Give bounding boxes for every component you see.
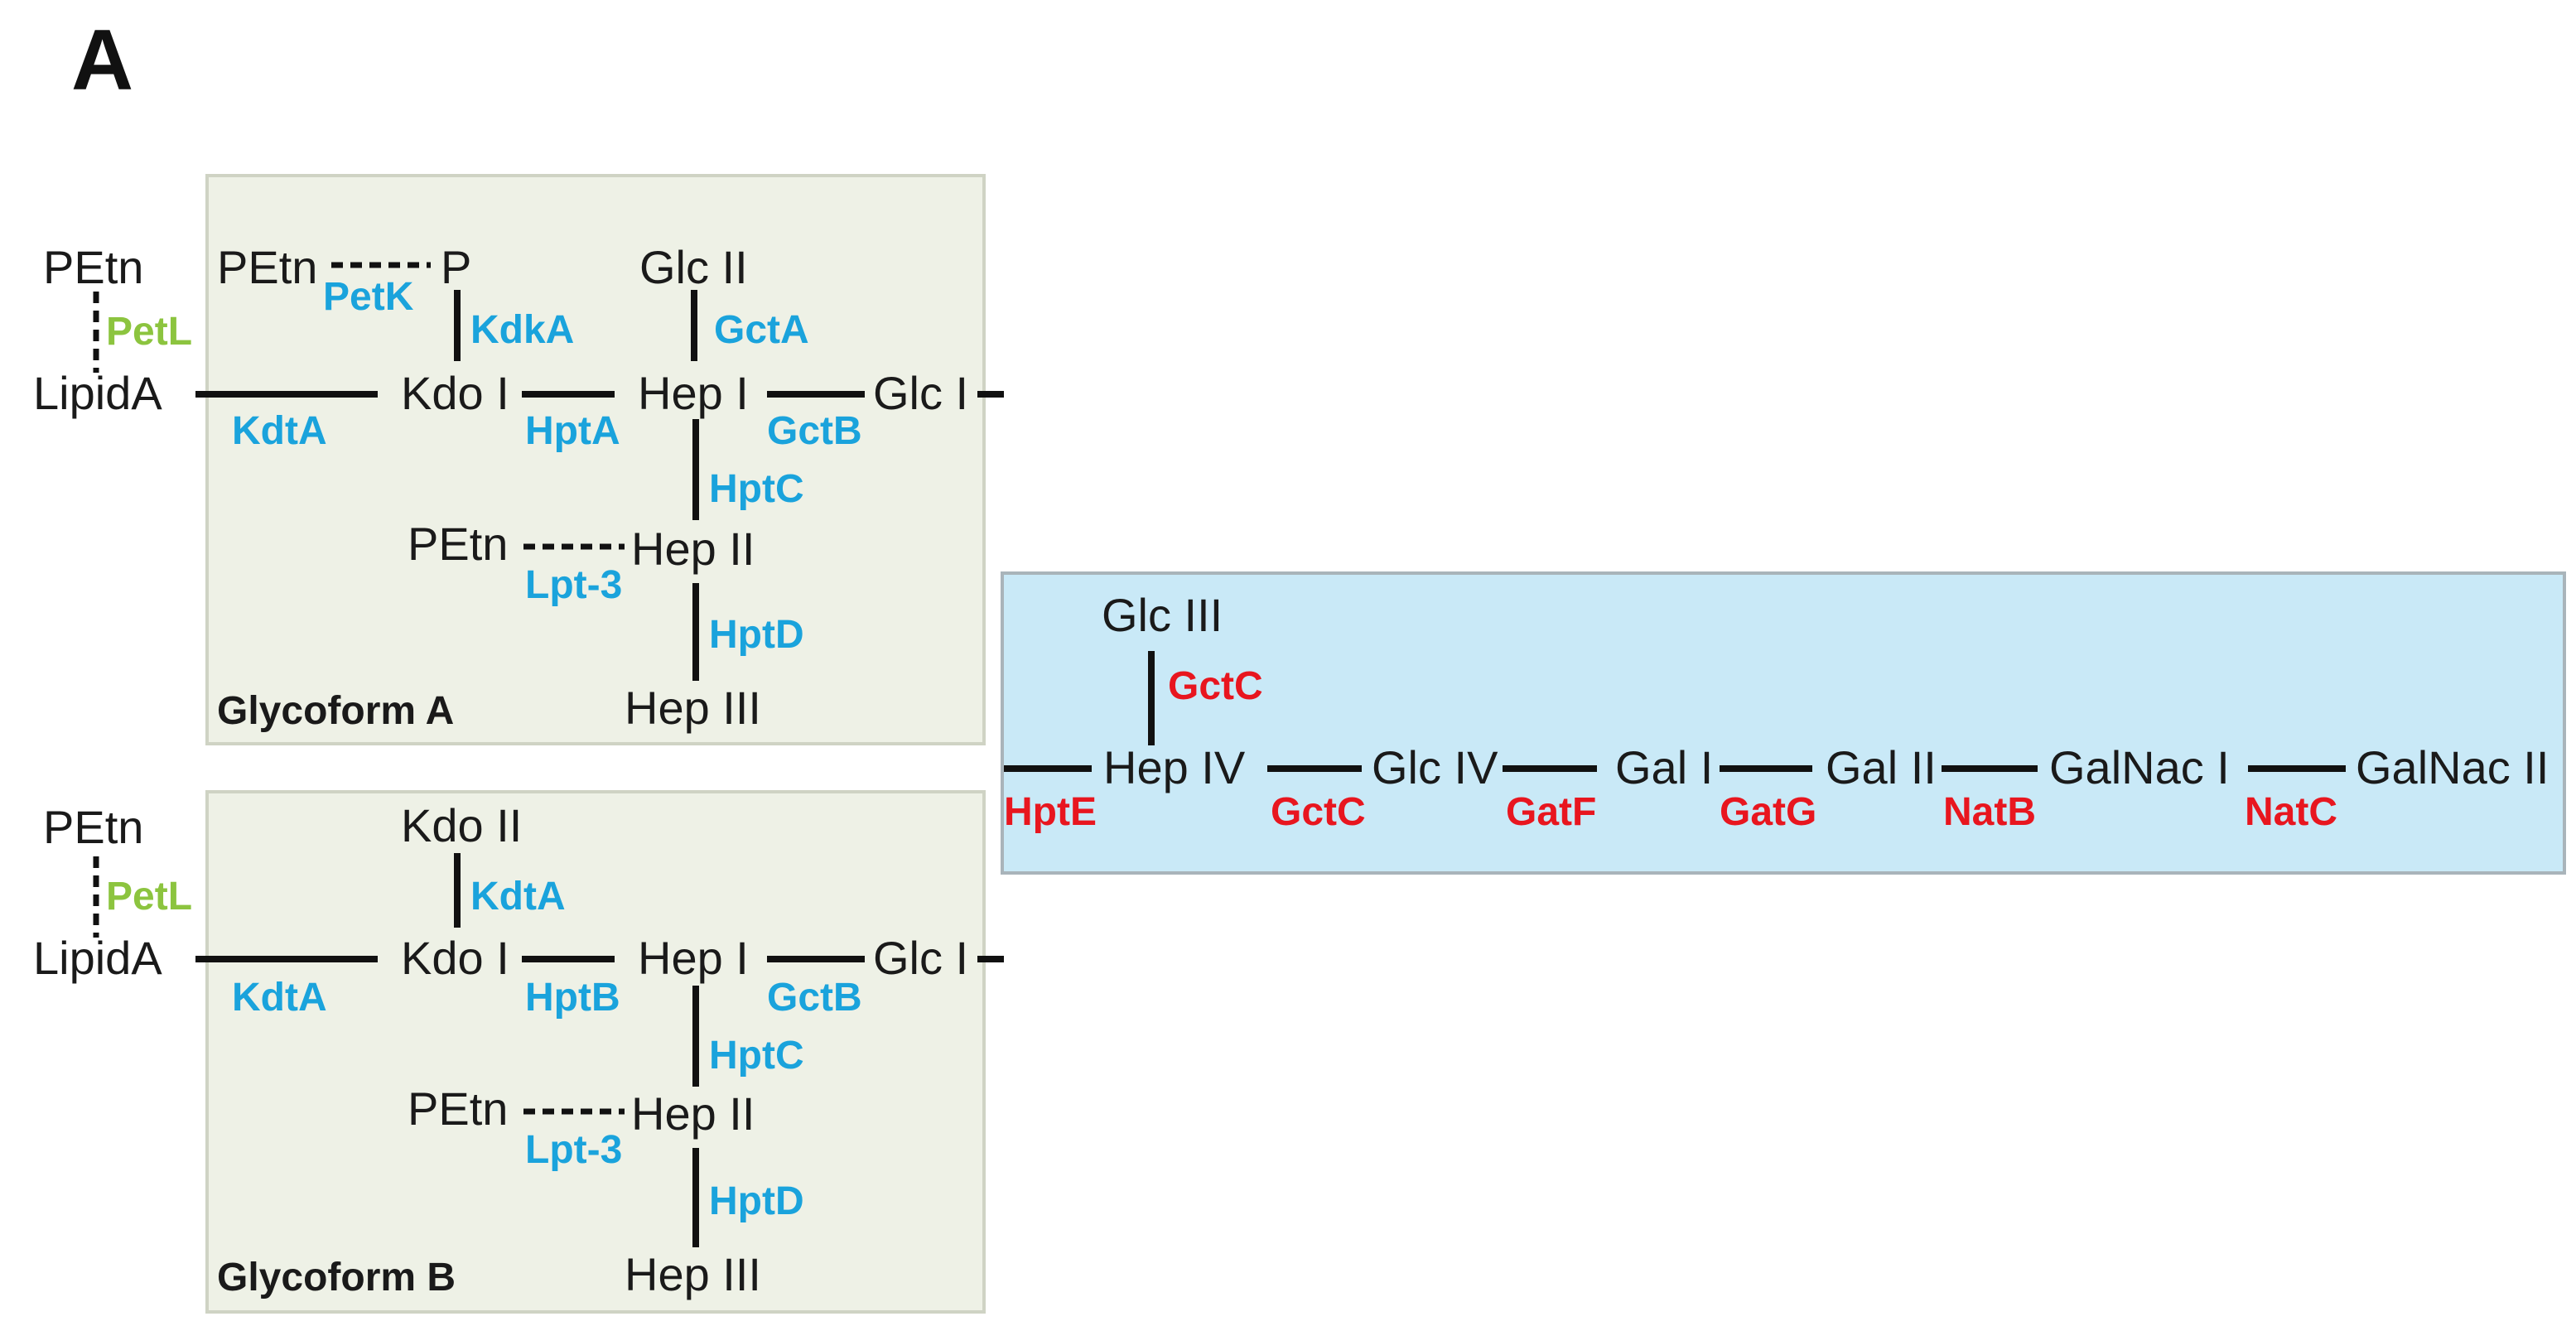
enzyme-gctb: GctB [767, 409, 862, 453]
enzyme-hptd: HptD [709, 613, 804, 657]
sugar-hep-i: Hep I [638, 367, 749, 419]
enzyme-hpta: HptA [525, 409, 620, 453]
enzyme-natc: NatC [2245, 790, 2337, 834]
enzyme-petk: PetK [323, 275, 414, 319]
panel-label: Glycoform B [217, 1256, 456, 1299]
enzyme-petl: PetL [106, 310, 192, 354]
glycoform-a-panel: PEtn LipidA PEtn P Kdo I Glc II Hep I Gl… [33, 174, 1004, 745]
enzyme-natb: NatB [1943, 790, 2036, 834]
sugar-kdo-i: Kdo I [401, 367, 509, 419]
enzyme-gcta: GctA [714, 308, 809, 352]
enzyme-gctc: GctC [1168, 664, 1263, 708]
sugar-petn: PEtn [408, 1082, 508, 1135]
sugar-kdo-i: Kdo I [401, 932, 509, 984]
enzyme-gctc: GctC [1271, 790, 1366, 834]
enzyme-lpt-3: Lpt-3 [525, 563, 622, 607]
enzyme-kdka: KdkA [470, 308, 574, 352]
sugar-petn: PEtn [217, 241, 317, 293]
enzyme-kdta: KdtA [232, 409, 327, 453]
enzyme-hpte: HptE [1004, 790, 1097, 834]
sugar-gal-i: Gal I [1615, 741, 1713, 793]
sugar-glc-ii: Glc II [639, 241, 748, 293]
enzyme-petl: PetL [106, 875, 192, 919]
enzyme-hptd: HptD [709, 1179, 804, 1223]
enzyme-hptb: HptB [525, 976, 620, 1020]
sugar-lipid-a: LipidA [33, 932, 162, 984]
sugar-petn: PEtn [408, 518, 508, 570]
glycoform-b-panel: PEtn LipidA Kdo II Kdo I Hep I Glc I PEt… [33, 790, 1004, 1314]
sugar-glc-i: Glc I [873, 367, 968, 419]
glycoform-a-background [205, 174, 986, 745]
sugar-kdo-ii: Kdo II [401, 799, 522, 851]
sugar-glc-i: Glc I [873, 932, 968, 984]
enzyme-kdta: KdtA [470, 875, 566, 919]
sugar-glc-iv: Glc IV [1372, 741, 1498, 793]
sugar-hep-iii: Hep III [625, 1248, 761, 1300]
extension-background [1001, 571, 2566, 875]
enzyme-gctb: GctB [767, 976, 862, 1020]
enzyme-gatg: GatG [1720, 790, 1816, 834]
sugar-glc-iii: Glc III [1102, 589, 1223, 641]
figure-letter: A [71, 12, 133, 108]
extension-panel: Glc III Hep IV Glc IV Gal I Gal II GalNa… [1001, 571, 2566, 875]
enzyme-gatf: GatF [1506, 790, 1596, 834]
sugar-lipid-a: LipidA [33, 367, 162, 419]
sugar-petn: PEtn [43, 241, 143, 293]
sugar-hep-ii: Hep II [631, 1087, 755, 1140]
sugar-galnac-i: GalNac I [2049, 741, 2230, 793]
sugar-galnac-ii: GalNac II [2356, 741, 2549, 793]
enzyme-lpt-3: Lpt-3 [525, 1128, 622, 1172]
sugar-hep-i: Hep I [638, 932, 749, 984]
enzyme-hptc: HptC [709, 467, 804, 511]
sugar-hep-iv: Hep IV [1103, 741, 1246, 793]
sugar-hep-ii: Hep II [631, 523, 755, 575]
sugar-gal-ii: Gal II [1826, 741, 1937, 793]
sugar-hep-iii: Hep III [625, 682, 761, 734]
enzyme-kdta: KdtA [232, 976, 327, 1020]
sugar-petn: PEtn [43, 801, 143, 853]
glycoform-b-background [205, 790, 986, 1314]
sugar-p: P [441, 241, 471, 293]
panel-label: Glycoform A [217, 689, 454, 733]
enzyme-hptc: HptC [709, 1034, 804, 1078]
